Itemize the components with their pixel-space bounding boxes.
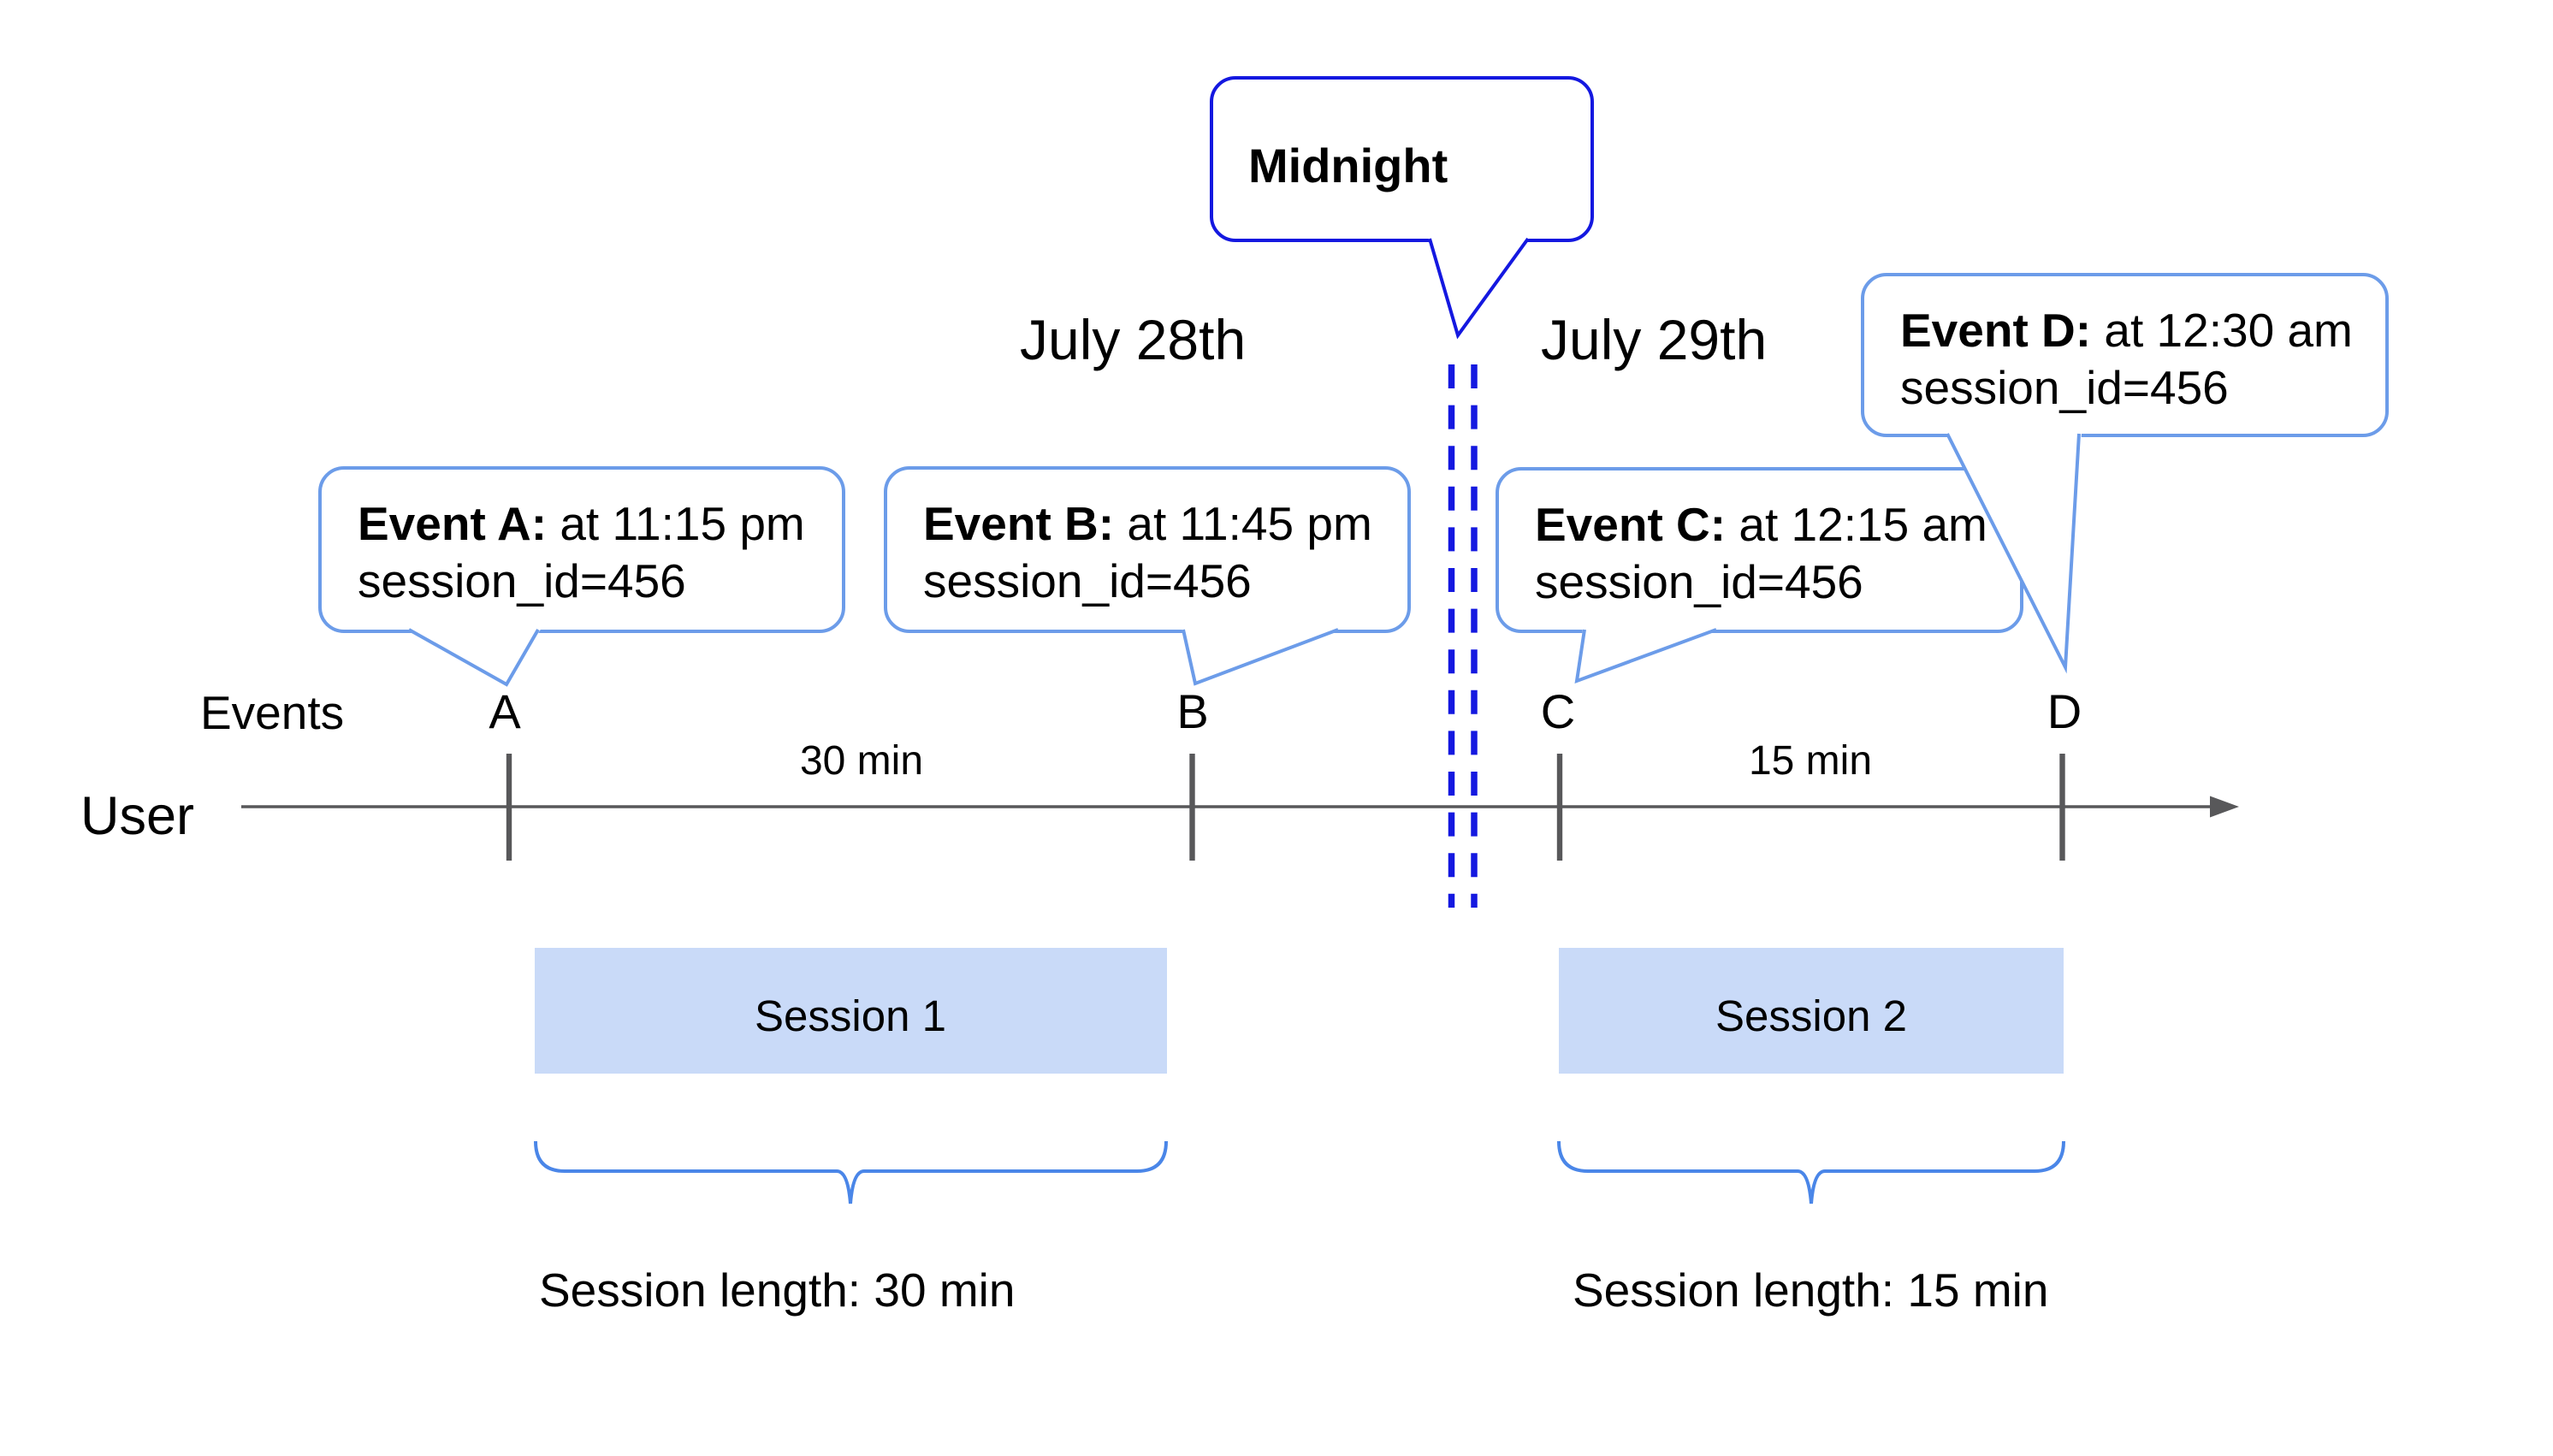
svg-text:July 29th: July 29th xyxy=(1541,308,1767,371)
svg-text:A: A xyxy=(489,684,521,738)
svg-text:Event D: at 12:30 am: Event D: at 12:30 am xyxy=(1900,304,2353,357)
svg-text:30 min: 30 min xyxy=(800,738,923,784)
svg-text:Session 1: Session 1 xyxy=(755,991,946,1040)
svg-text:User: User xyxy=(80,786,194,846)
svg-text:Session length: 30 min: Session length: 30 min xyxy=(539,1264,1015,1317)
svg-text:session_id=456: session_id=456 xyxy=(923,554,1252,607)
svg-text:Session 2: Session 2 xyxy=(1715,991,1907,1040)
svg-text:Session length: 15 min: Session length: 15 min xyxy=(1573,1264,2048,1317)
svg-text:Midnight: Midnight xyxy=(1248,139,1448,192)
svg-text:Event C: at 12:15 am: Event C: at 12:15 am xyxy=(1535,498,1987,551)
svg-text:session_id=456: session_id=456 xyxy=(1535,555,1863,608)
svg-text:Events: Events xyxy=(200,686,344,739)
svg-text:Event A: at 11:15 pm: Event A: at 11:15 pm xyxy=(358,497,805,550)
svg-text:C: C xyxy=(1541,684,1575,738)
svg-text:D: D xyxy=(2047,684,2082,738)
svg-text:Event B: at 11:45 pm: Event B: at 11:45 pm xyxy=(923,497,1372,550)
svg-text:July 28th: July 28th xyxy=(1020,308,1246,371)
svg-text:session_id=456: session_id=456 xyxy=(1900,361,2229,414)
svg-text:15 min: 15 min xyxy=(1749,738,1872,784)
svg-text:session_id=456: session_id=456 xyxy=(358,554,686,607)
svg-text:B: B xyxy=(1176,684,1208,738)
